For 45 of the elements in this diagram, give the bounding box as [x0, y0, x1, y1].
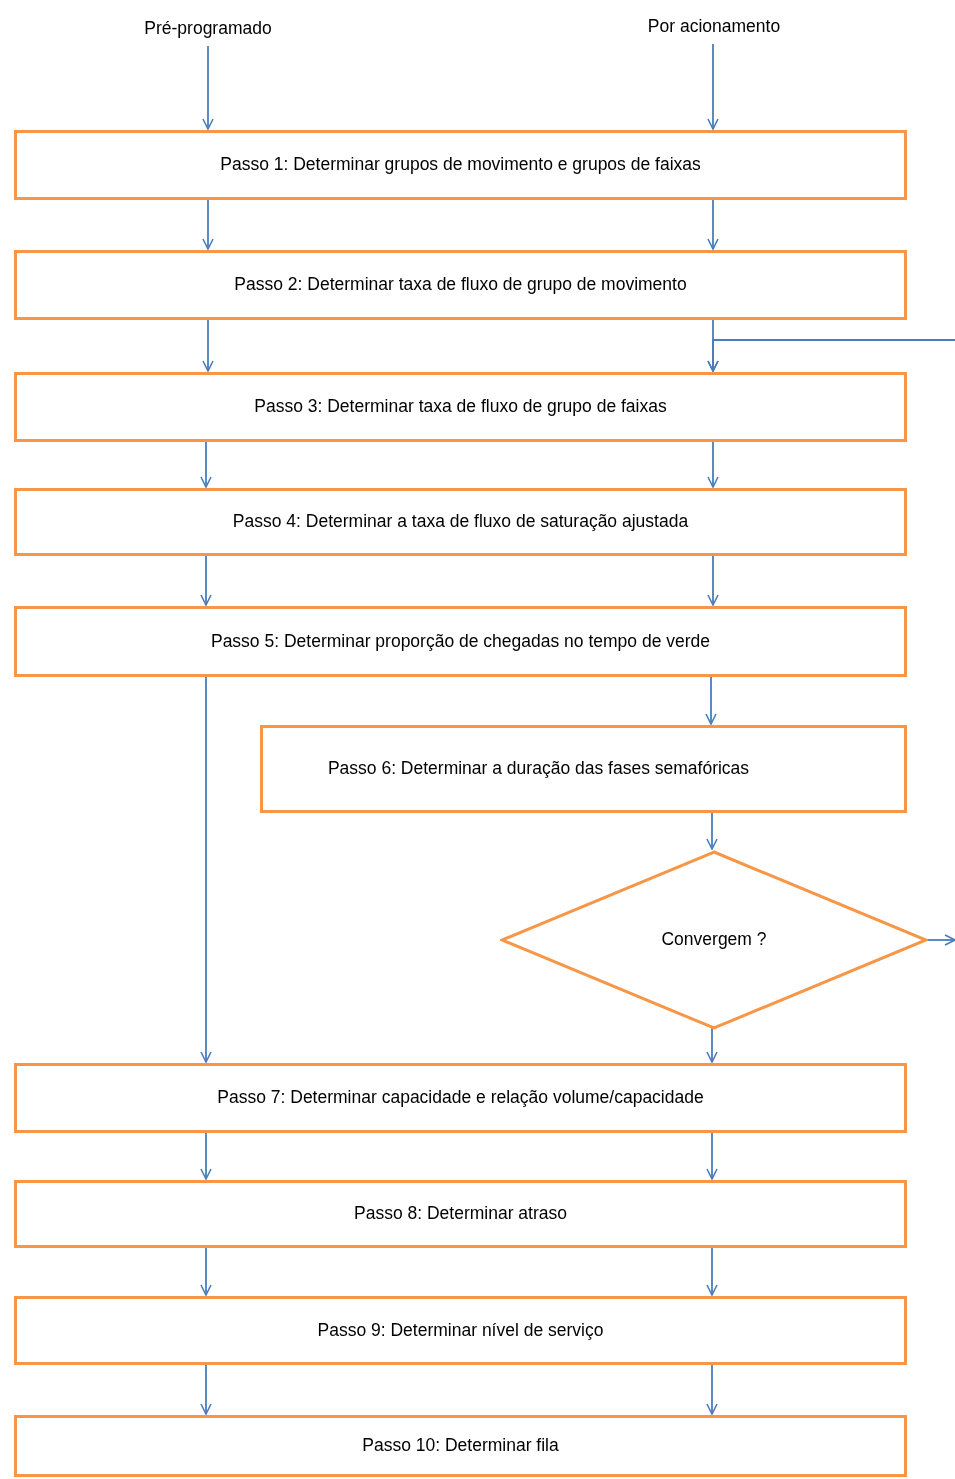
arrow [706, 1027, 718, 1063]
process-box [14, 250, 907, 320]
step-label: Passo 7: Determinar capacidade e relação volume/capacidade [217, 1087, 704, 1109]
process-box [260, 725, 907, 813]
process-box [14, 606, 907, 677]
arrow [200, 555, 212, 606]
arrow [707, 555, 719, 606]
process-box [14, 372, 907, 442]
step-label: Passo 4: Determinar a taxa de fluxo de saturação ajustada [232, 511, 689, 533]
arrow [200, 1132, 212, 1180]
arrow [202, 199, 214, 250]
step-label: Passo 10: Determinar fila [362, 1435, 559, 1457]
process-box [14, 1296, 907, 1365]
step-label: Passo 1: Determinar grupos de movimento e grupos de faixas [220, 154, 701, 176]
step-label: Passo 3: Determinar taxa de fluxo de grupo de faixas [254, 396, 667, 418]
arrow [707, 339, 955, 372]
step-label: Passo 2: Determinar taxa de fluxo de grupo de movimento [234, 274, 687, 296]
arrow [200, 1247, 212, 1296]
process-box [14, 1180, 907, 1248]
start-label: Pré-programado [144, 18, 272, 40]
arrow [200, 441, 212, 488]
arrow [202, 319, 214, 372]
start-label: Por acionamento [647, 16, 781, 38]
step-label: Passo 5: Determinar proporção de chegadas no tempo de verde [210, 630, 711, 653]
step-label: Passo 8: Determinar atraso [354, 1203, 567, 1225]
step-label: Passo 6: Determinar a duração das fases semafóricas [327, 758, 750, 780]
arrow [707, 441, 719, 488]
process-box [14, 1415, 907, 1477]
arrow [202, 45, 214, 130]
arrow [706, 1247, 718, 1296]
arrow [707, 199, 719, 250]
step-label: Convergem ? [661, 929, 767, 951]
process-box [14, 130, 907, 200]
arrow [706, 1132, 718, 1180]
arrow [925, 934, 955, 946]
arrow [707, 43, 719, 130]
arrow [706, 812, 718, 850]
arrow [706, 1364, 718, 1415]
arrow [200, 1364, 212, 1415]
arrow [200, 676, 212, 1063]
process-box [14, 488, 907, 556]
step-label: Passo 9: Determinar nível de serviço [317, 1319, 604, 1342]
decision-diamond [500, 850, 928, 1030]
process-box [14, 1063, 907, 1133]
arrow [705, 676, 717, 725]
